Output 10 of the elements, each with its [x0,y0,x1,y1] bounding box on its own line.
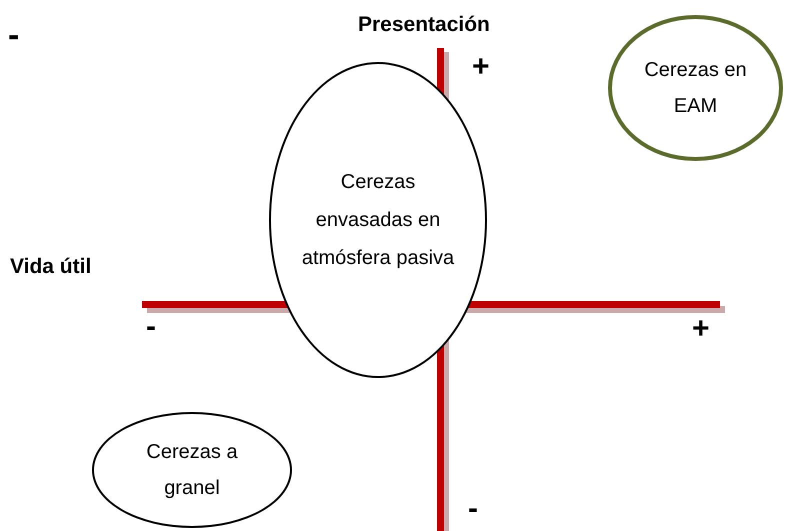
axis-sign: + [472,52,490,82]
ellipse-text: Cerezas en EAM [644,58,747,119]
axis-sign: - [146,312,156,342]
axis-title: Vida útil [10,256,92,277]
axis-sign: - [468,494,478,524]
axis-sign: + [692,314,710,344]
ellipse-text: Cerezas a granel [145,440,239,501]
ellipse-text: Cerezas envasadas en atmósfera pasiva [300,170,456,271]
axis-sign: - [8,18,20,52]
axis-title: Presentación [358,14,490,35]
